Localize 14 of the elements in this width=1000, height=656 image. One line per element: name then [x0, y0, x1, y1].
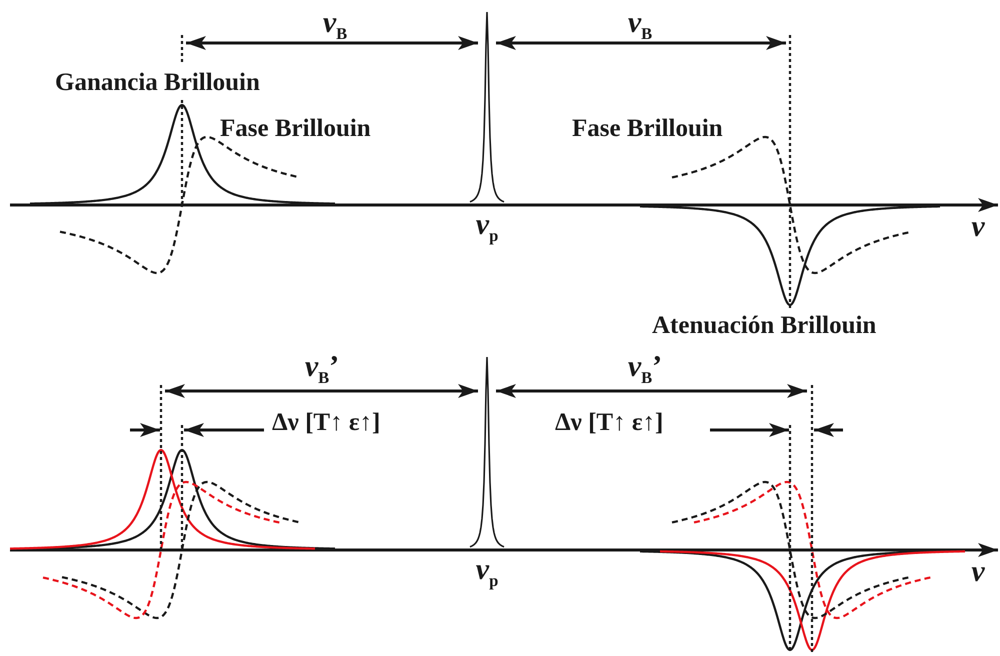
symbol-label: ν: [971, 212, 985, 242]
symbol-label: ν$_{B}$: [628, 8, 652, 42]
symbol-label: ν$_{p}$: [476, 555, 498, 590]
symbol-label: ν: [971, 557, 985, 587]
shift-label: Δν [T↑ ε↑]: [555, 410, 664, 435]
curve-label: Fase Brillouin: [220, 116, 371, 141]
curve-label: Ganancia Brillouin: [55, 70, 260, 95]
symbol-label: ν$_{B}$’: [304, 352, 340, 386]
symbol-label: ν$_{B}$’: [628, 352, 662, 386]
curve-label: Atenuación Brillouin: [652, 313, 876, 338]
symbol-label: ν$_{B}$: [322, 8, 348, 42]
shift-label: Δν [T↑ ε↑]: [272, 410, 380, 435]
symbol-label: ν$_{p}$: [476, 210, 498, 244]
curve-label: Fase Brillouin: [572, 116, 723, 141]
